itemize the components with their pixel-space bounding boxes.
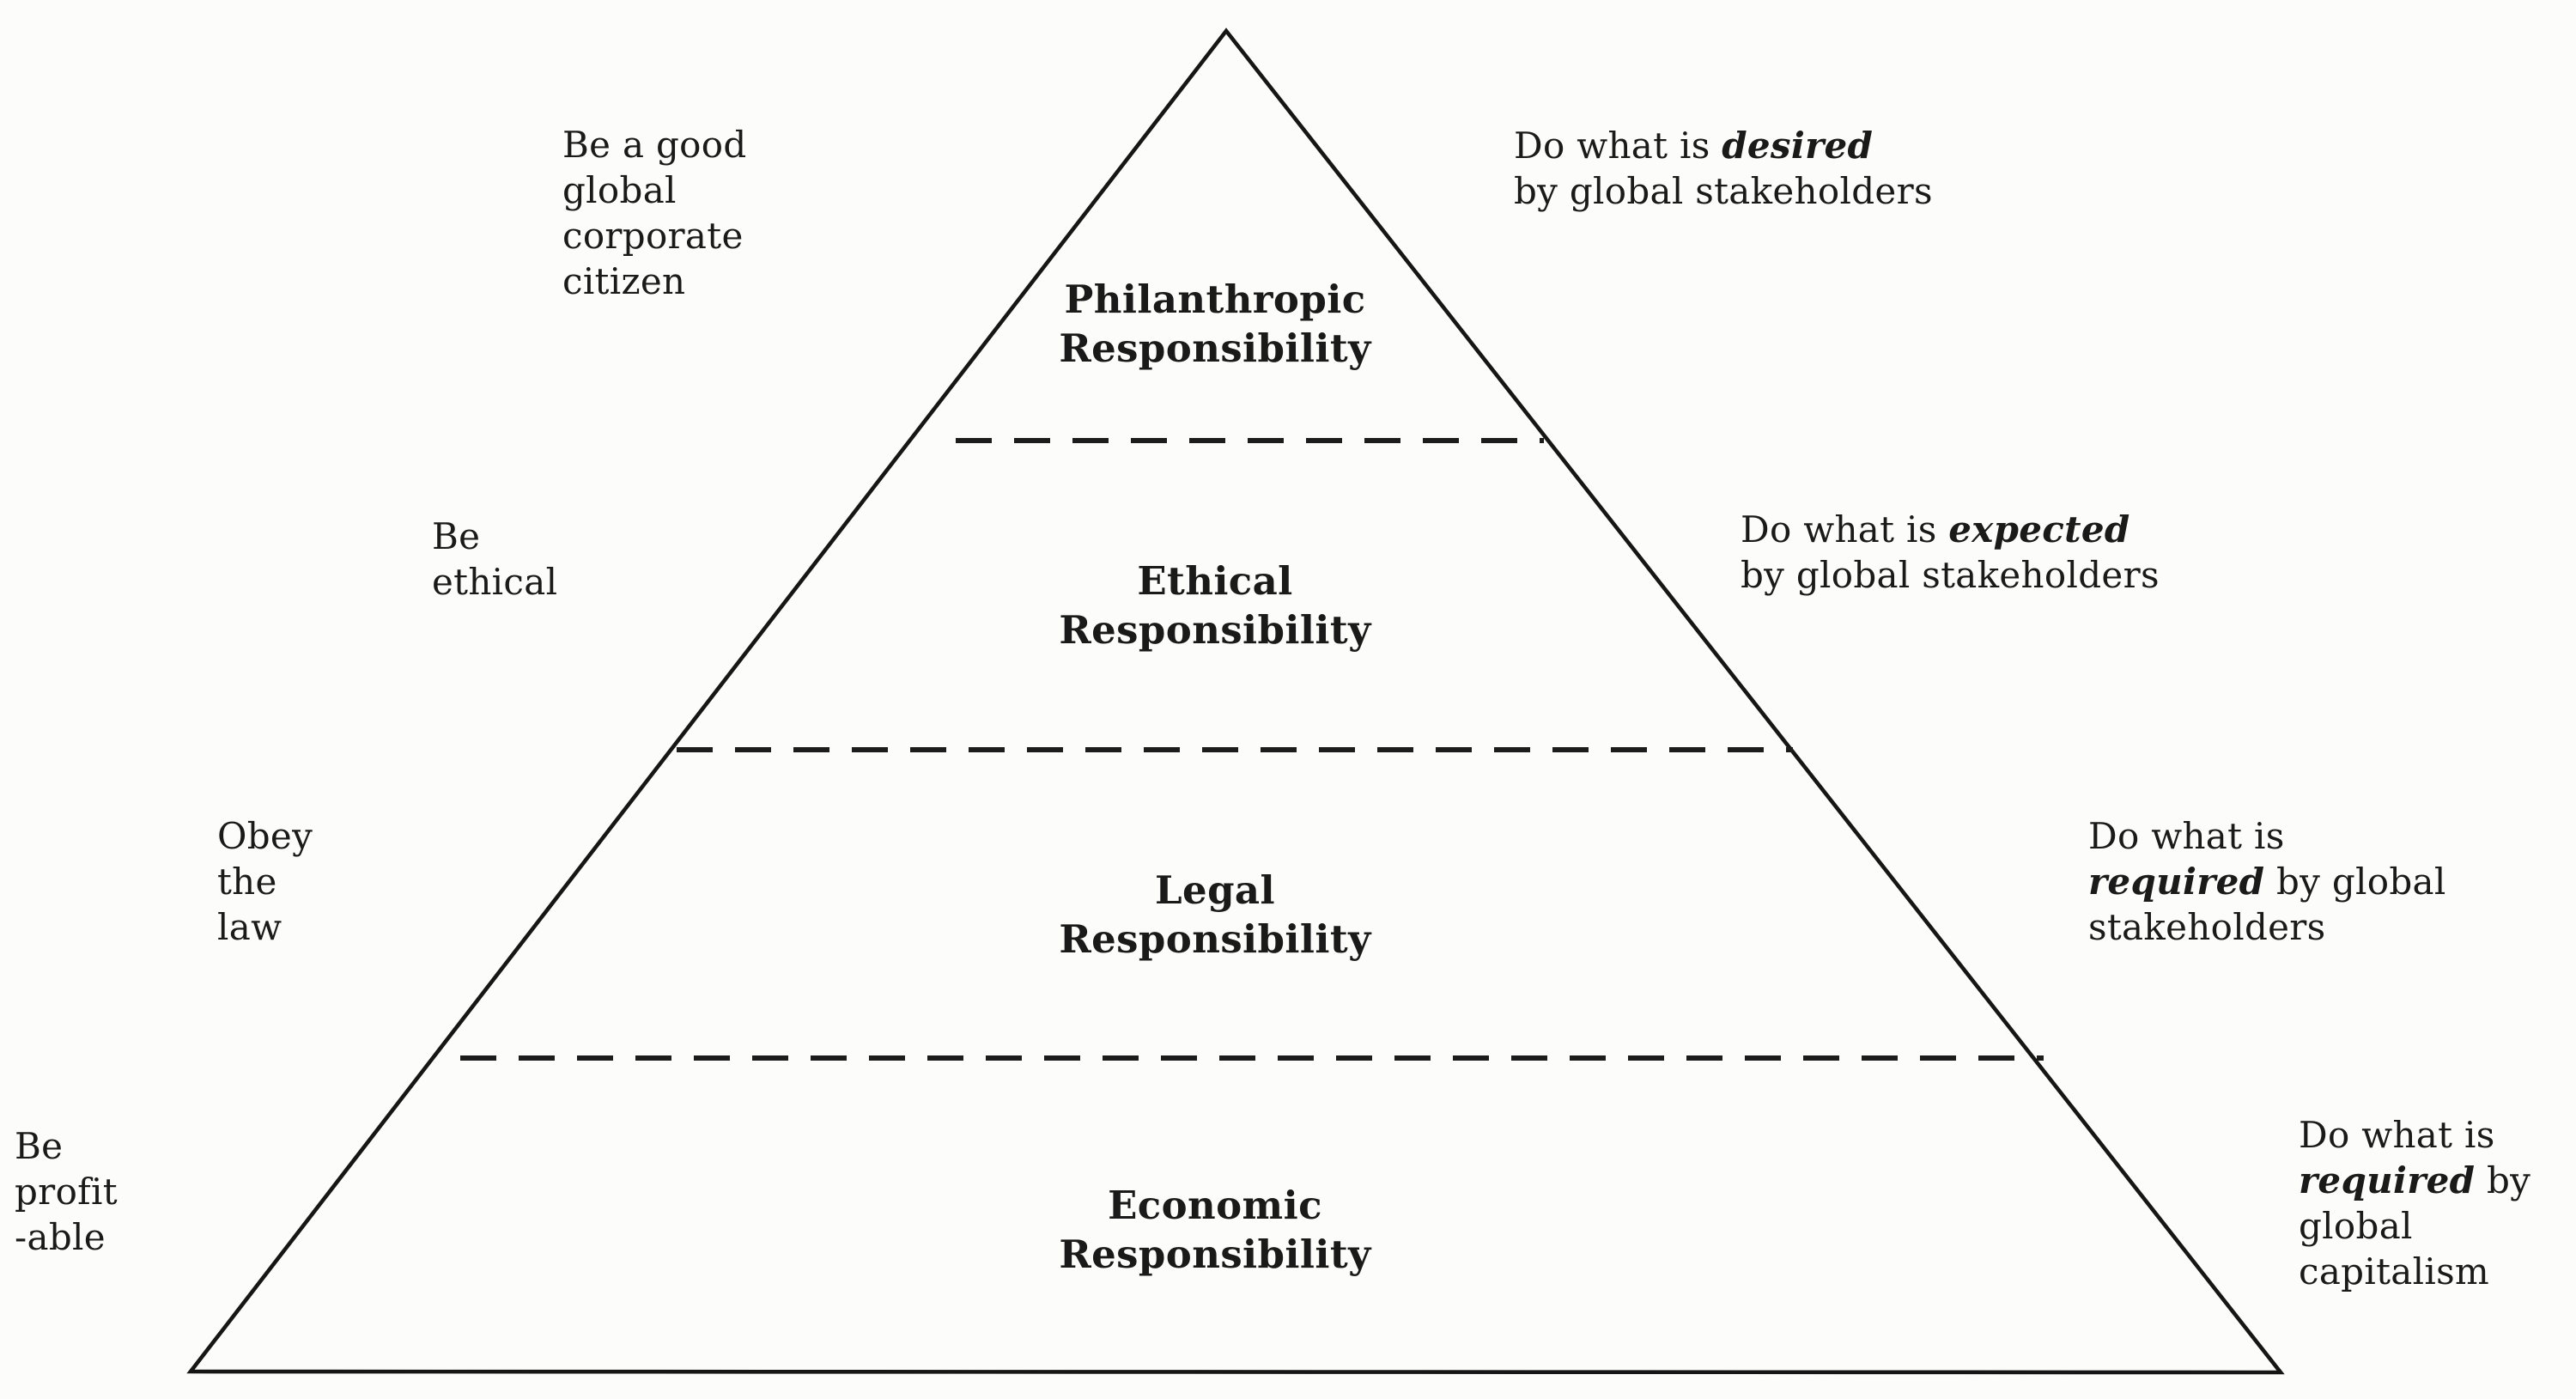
- label-line: Obey: [217, 815, 313, 857]
- label-line: Be: [432, 515, 481, 557]
- label-line: required by: [2299, 1159, 2531, 1201]
- label-line: Do what is desired: [1514, 125, 1874, 167]
- label-line: Do what is: [2088, 815, 2285, 857]
- label-line: Ethical: [1137, 558, 1293, 604]
- label-line: law: [217, 906, 283, 948]
- label-line: -able: [15, 1216, 106, 1258]
- label-line: citizen: [562, 260, 686, 302]
- label-line: Legal: [1155, 867, 1275, 913]
- label-line: global: [562, 169, 677, 211]
- label-line: Do what is: [2299, 1114, 2495, 1156]
- label-line: by global stakeholders: [1514, 170, 1933, 212]
- label-line: profit: [15, 1171, 118, 1213]
- label-line: Economic: [1108, 1183, 1322, 1228]
- label-line: Be a good: [562, 124, 747, 166]
- label-line: Do what is expected: [1741, 508, 2130, 550]
- label-line: required by global: [2088, 861, 2446, 903]
- label-line: ethical: [432, 561, 558, 603]
- label-line: stakeholders: [2088, 906, 2326, 948]
- label-line: capitalism: [2299, 1250, 2490, 1293]
- label-line: Responsibility: [1059, 607, 1371, 653]
- label-line: Be: [15, 1125, 64, 1167]
- label-line: Responsibility: [1059, 1232, 1371, 1277]
- label-line: the: [217, 861, 277, 903]
- label-line: by global stakeholders: [1741, 554, 2160, 596]
- label-line: Responsibility: [1059, 916, 1371, 962]
- pyramid-outline: [186, 27, 2285, 1375]
- label-line: Philanthropic: [1064, 277, 1366, 322]
- label-line: global: [2299, 1205, 2413, 1247]
- label-line: corporate: [562, 215, 744, 257]
- label-line: Responsibility: [1059, 325, 1371, 371]
